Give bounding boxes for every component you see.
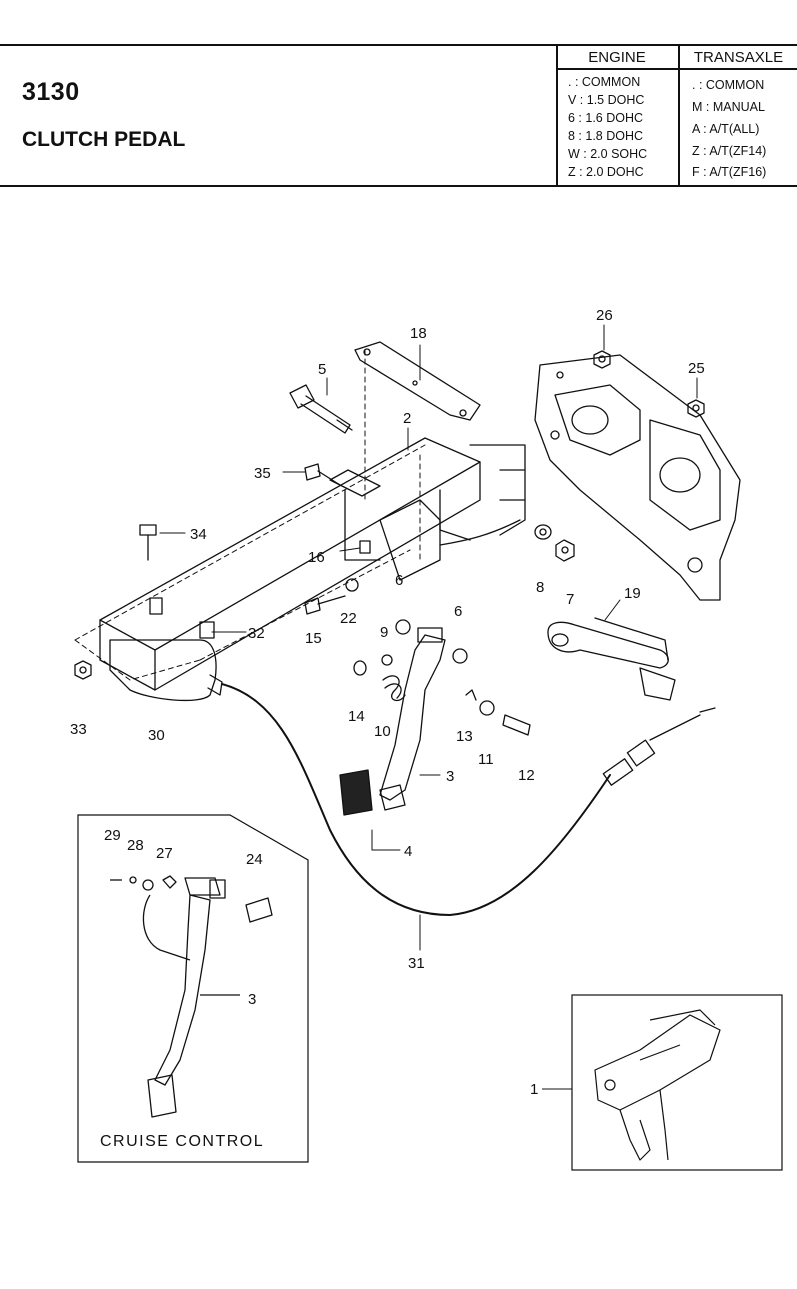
clutch-cable [221,683,611,916]
engine-row: . : COMMON [568,75,641,89]
pivot-bolt [289,384,353,434]
cable-end-fitting [602,707,716,786]
callout-26: 26 [596,307,613,324]
transaxle-row: F : A/T(ZF16) [692,165,767,179]
firewall-plate [534,354,741,601]
callout-12: 12 [518,767,535,784]
callout-16: 16 [308,549,325,566]
callout-13: 13 [456,728,473,745]
legend-heading-divider [556,68,797,70]
clip [359,540,371,554]
bolt [139,524,157,561]
engine-row: 8 : 1.8 DOHC [568,129,644,143]
clevis-pin [502,714,531,736]
nut [555,539,575,562]
legend-column-divider [678,46,680,185]
reinforcement-plate [354,341,481,421]
callout-3b: 3 [248,991,256,1008]
bushing [353,660,367,676]
header-top-rule [0,44,797,46]
callout-2: 2 [403,410,411,427]
callout-15: 15 [305,630,322,647]
callout-27: 27 [156,845,173,862]
legend-table [556,46,797,185]
clevis-bracket [547,617,676,701]
washer [534,524,552,540]
callout-4: 4 [404,843,412,860]
pedal-switch-housing [109,639,223,702]
callout-1: 1 [530,1081,538,1098]
transaxle-heading: TRANSAXLE [693,49,784,66]
engine-row: Z : 2.0 DOHC [568,165,644,179]
engine-heading: ENGINE [588,49,646,66]
callout-31: 31 [408,955,425,972]
callout-10: 10 [374,723,391,740]
callout-6b: 6 [454,603,462,620]
callout-14: 14 [348,708,365,725]
header-bottom-rule [0,185,797,187]
pedal-assembly-inset: 1 [530,994,783,1171]
bolt [304,463,341,486]
callout-8: 8 [536,579,544,596]
callout-6a: 6 [395,572,403,589]
nut [74,660,92,680]
section-title: CLUTCH PEDAL [22,128,186,151]
callout-32: 32 [248,625,265,642]
bushing [479,700,495,716]
engine-row: W : 2.0 SOHC [568,147,648,161]
callout-29: 29 [104,827,121,844]
callout-18: 18 [410,325,427,342]
callout-33: 33 [70,721,87,738]
transaxle-row: A : A/T(ALL) [692,122,760,136]
clutch-pedal-arm [379,627,446,811]
transaxle-row: M : MANUAL [692,100,765,114]
callout-9: 9 [380,624,388,641]
callout-22: 22 [340,610,357,627]
transaxle-row: Z : A/T(ZF14) [692,144,767,158]
bushing [345,578,359,592]
section-code: 3130 [22,78,80,106]
callout-19: 19 [624,585,641,602]
transaxle-row: . : COMMON [692,78,765,92]
callout-35: 35 [254,465,271,482]
nut [593,350,611,369]
callout-24: 24 [246,851,263,868]
callout-25: 25 [688,360,705,377]
callout-11: 11 [478,751,494,768]
engine-row: 6 : 1.6 DOHC [568,111,644,125]
callout-7: 7 [566,591,574,608]
callout-3: 3 [446,768,454,785]
callout-34: 34 [190,526,207,543]
bracket-tab [149,597,215,639]
return-spring [382,675,406,702]
pin [465,689,477,701]
bolt [304,595,346,615]
engine-row: V : 1.5 DOHC [568,93,645,107]
cruise-control-label: CRUISE CONTROL [100,1133,264,1150]
nut [687,399,705,418]
callout-28: 28 [127,837,144,854]
callout-30: 30 [148,727,165,744]
pedal-pad [339,769,373,816]
bushing [381,619,468,666]
cruise-control-inset: 29 28 27 24 3 CRUISE CONTROL [77,814,309,1163]
callout-5: 5 [318,361,326,378]
